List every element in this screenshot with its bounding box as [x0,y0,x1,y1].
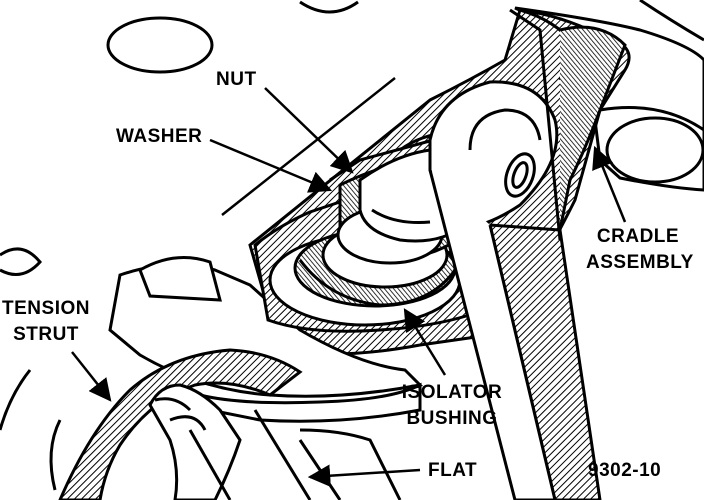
left-slot-edge [0,247,42,276]
label-isolator-line-2: BUSHING [406,408,498,429]
label-isolator-line-1: ISOLATOR [401,382,503,403]
cradle-leader [592,145,627,223]
lower-left-body-edge [0,369,32,431]
reference-line [221,77,396,216]
nut-leader [264,87,354,174]
label-nut: NUT [216,69,257,90]
tension-strut-leader [71,351,112,402]
label-tension-line-1: TENSION [2,298,90,319]
label-cradle-line-1: CRADLE [596,226,680,247]
top-slot-edge [299,0,359,14]
leader-lines [71,87,627,487]
label-flat: FLAT [428,460,478,481]
background-body [0,0,359,491]
label-washer: WASHER [116,126,203,147]
lower-left-edge-2 [49,419,62,491]
washer-leader [209,138,333,193]
upper-right-panel [514,0,704,192]
upper-oval-hole [106,16,214,74]
wrench [428,8,602,500]
label-cradle-line-2: ASSEMBLY [586,252,694,273]
label-tension-line-2: STRUT [13,324,79,345]
figure-id: 9302-10 [588,460,662,481]
isolator-leader [403,308,447,376]
flat-leader [307,464,421,487]
